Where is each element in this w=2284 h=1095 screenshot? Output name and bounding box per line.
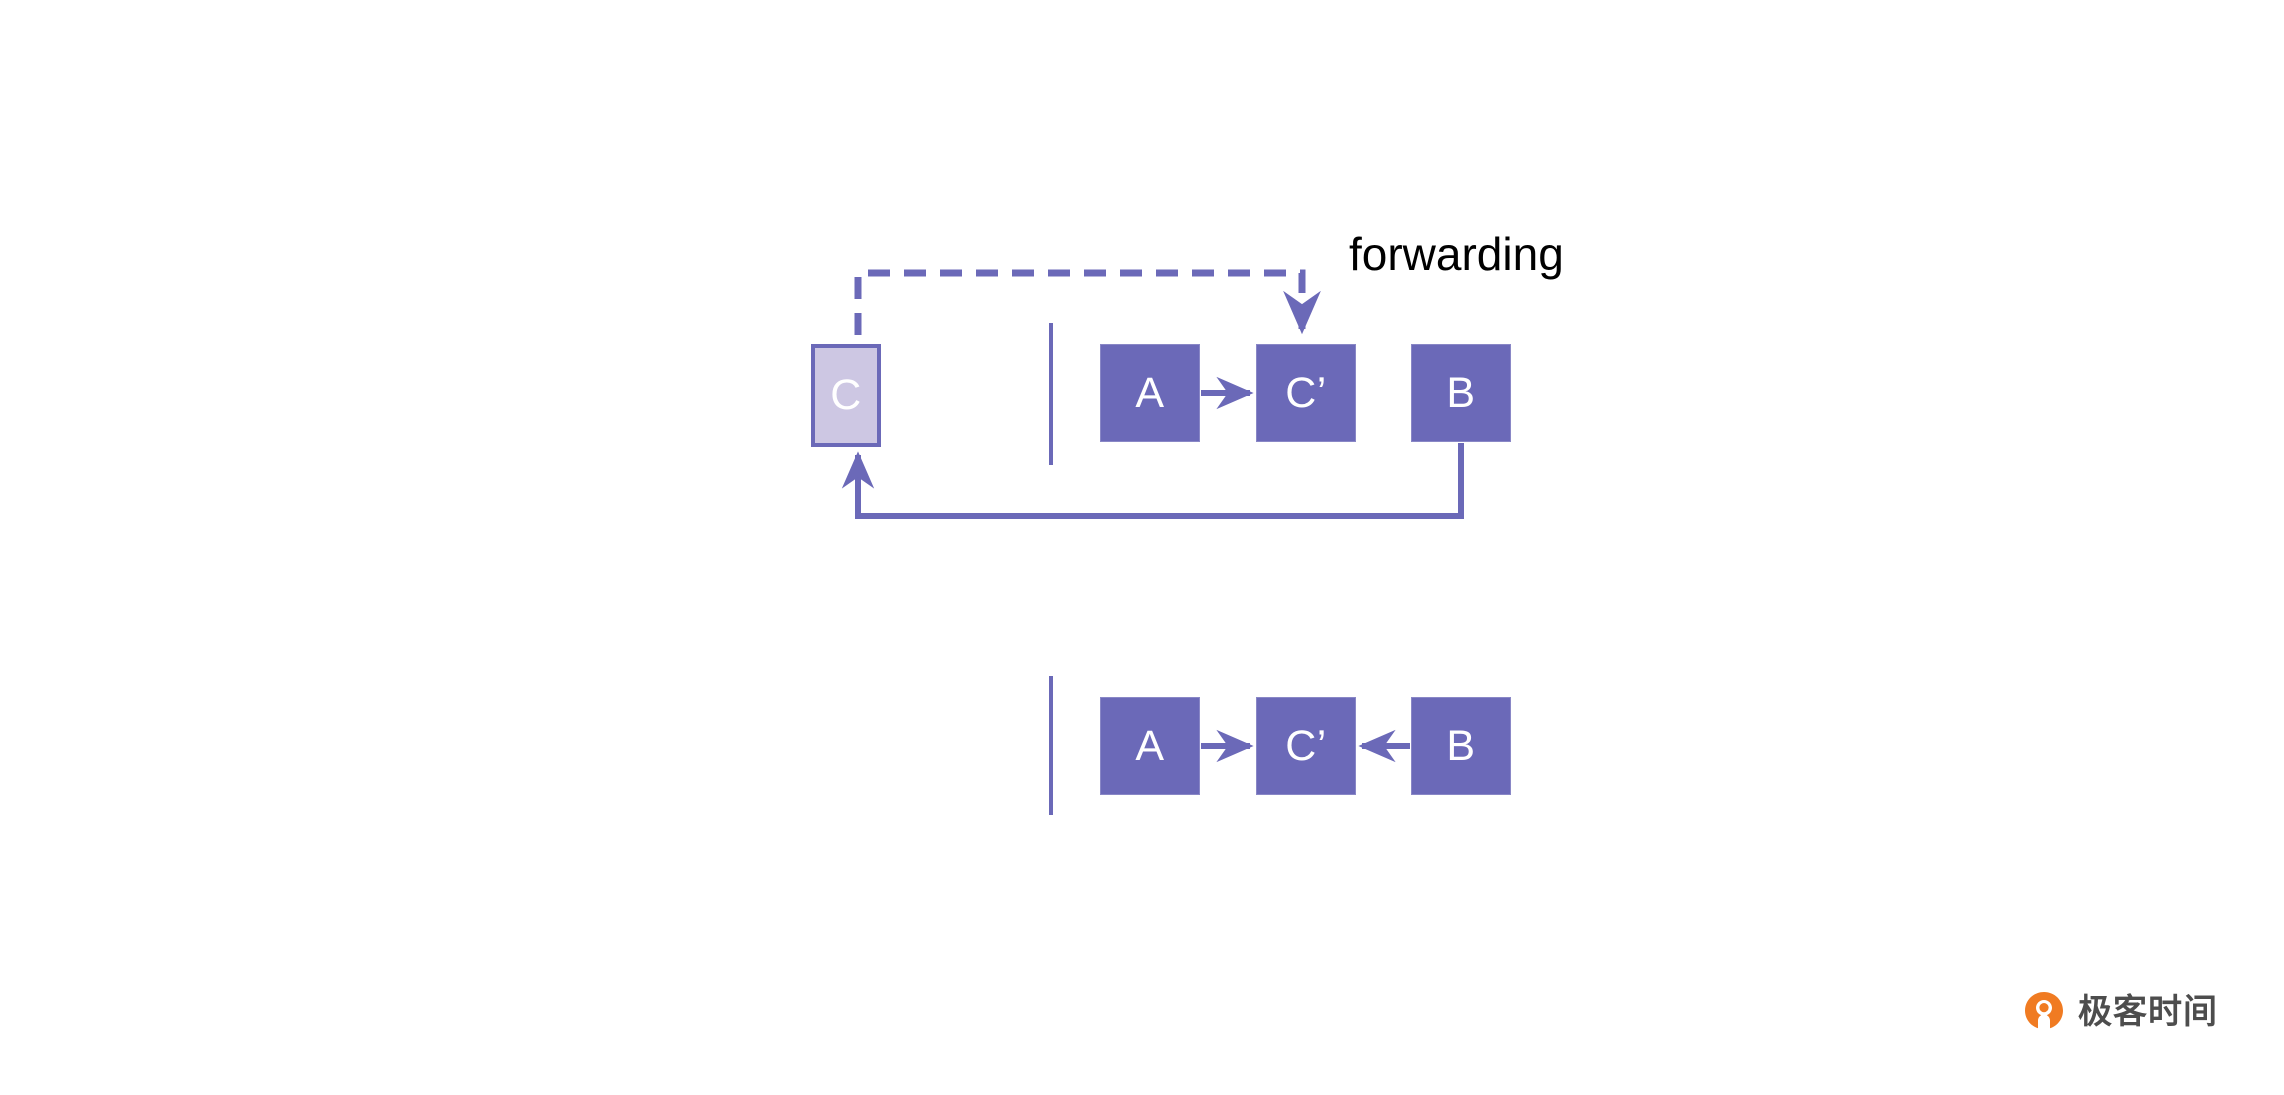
connector-feedback-path [841, 443, 1464, 519]
instruction-block-a-upper[interactable]: A [1100, 344, 1200, 442]
instruction-block-a-lower[interactable]: A [1100, 697, 1200, 795]
instruction-block-c-stalled[interactable]: C [811, 344, 881, 447]
instruction-block-cprime-lower[interactable]: C’ [1256, 697, 1356, 795]
geektime-logo-icon [2025, 992, 2063, 1031]
pipeline-row-lower [0, 142, 1472, 281]
watermark: 极客时间 [2022, 990, 2218, 1034]
instruction-block-cprime-upper[interactable]: C’ [1256, 344, 1356, 442]
pipeline-row-upper [0, 0, 1472, 142]
forwarding-label: forwarding [1349, 228, 1564, 280]
pipeline-stage-divider-upper [1049, 323, 1053, 465]
instruction-block-b-lower[interactable]: B [1411, 697, 1511, 795]
connector-forwarding-path [854, 269, 1321, 335]
instruction-block-b-upper[interactable]: B [1411, 344, 1511, 442]
watermark-text: 极客时间 [2078, 992, 2218, 1032]
pipeline-stage-divider-lower [1049, 676, 1053, 815]
